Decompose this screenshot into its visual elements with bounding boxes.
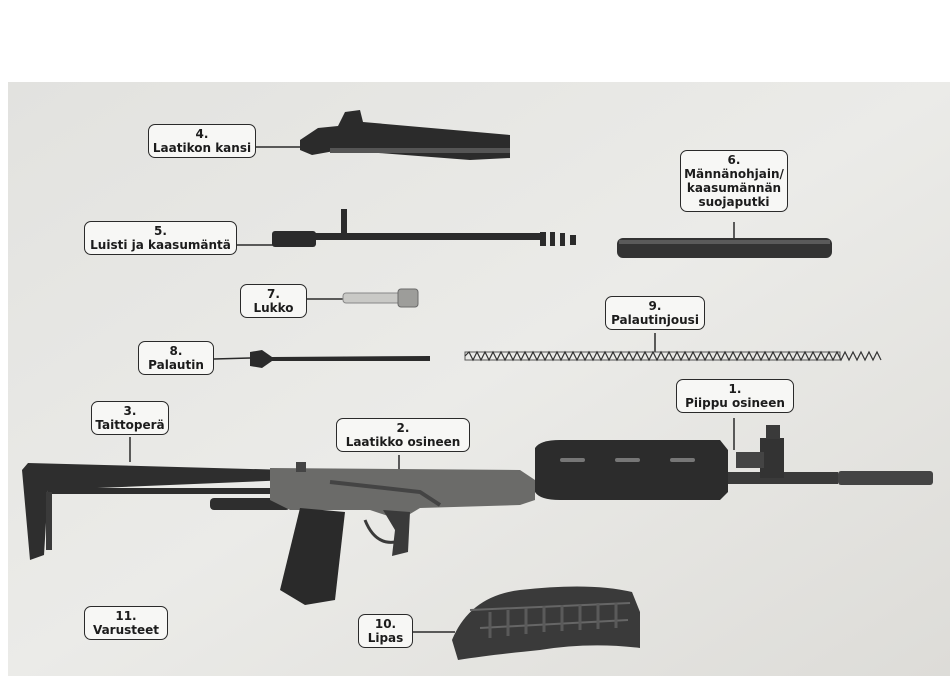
label-part-10-name: Lipas bbox=[367, 631, 404, 645]
label-part-4-number: 4. bbox=[195, 127, 209, 141]
label-part-8-name: Palautin bbox=[148, 358, 204, 372]
label-part-4: 4. Laatikon kansi bbox=[148, 124, 256, 158]
label-part-6: 6. Männänohjain/ kaasumännän suojaputki bbox=[680, 150, 788, 212]
label-part-5: 5. Luisti ja kaasumäntä bbox=[84, 221, 237, 255]
leader-lines bbox=[129, 146, 735, 633]
label-part-9-name: Palautinjousi bbox=[611, 313, 699, 327]
label-part-7: 7. Lukko bbox=[240, 284, 307, 318]
part-receiver-cover bbox=[300, 110, 510, 160]
label-part-1-number: 1. bbox=[728, 382, 742, 396]
label-part-3-name: Taittoperä bbox=[95, 418, 165, 432]
label-part-9-number: 9. bbox=[648, 299, 662, 313]
paper-background bbox=[8, 82, 950, 676]
label-part-3-number: 3. bbox=[123, 404, 137, 418]
label-part-6-line-2: kaasumännän bbox=[686, 181, 782, 195]
part-receiver bbox=[270, 462, 535, 605]
part-recoil-rod bbox=[250, 350, 430, 368]
label-part-6-line-1: Männänohjain/ bbox=[684, 167, 784, 181]
label-part-10-number: 10. bbox=[374, 617, 397, 631]
part-magazine bbox=[452, 586, 640, 660]
label-part-10: 10. Lipas bbox=[358, 614, 413, 648]
label-part-6-number: 6. bbox=[727, 153, 741, 167]
label-part-8-number: 8. bbox=[169, 344, 183, 358]
label-part-1: 1. Piippu osineen bbox=[676, 379, 794, 413]
label-part-7-number: 7. bbox=[267, 287, 280, 301]
part-gas-tube bbox=[617, 238, 832, 258]
label-part-2-number: 2. bbox=[396, 421, 410, 435]
label-part-11-number: 11. bbox=[115, 609, 137, 623]
label-part-9: 9. Palautinjousi bbox=[605, 296, 705, 330]
label-part-5-name: Luisti ja kaasumäntä bbox=[90, 238, 231, 252]
label-part-11-name: Varusteet bbox=[92, 623, 160, 637]
part-folding-stock bbox=[22, 463, 290, 560]
label-part-11: 11. Varusteet bbox=[84, 606, 168, 640]
part-barrel bbox=[535, 425, 933, 500]
label-part-8: 8. Palautin bbox=[138, 341, 214, 375]
label-part-6-line-3: suojaputki bbox=[698, 195, 770, 209]
part-bolt bbox=[342, 288, 419, 308]
label-part-4-name: Laatikon kansi bbox=[152, 141, 252, 155]
label-part-2-name: Laatikko osineen bbox=[345, 435, 461, 449]
label-part-2: 2. Laatikko osineen bbox=[336, 418, 470, 452]
label-part-5-number: 5. bbox=[154, 224, 167, 238]
label-part-1-name: Piippu osineen bbox=[685, 396, 785, 410]
part-bolt-carrier-piston bbox=[272, 209, 576, 247]
label-part-3: 3. Taittoperä bbox=[91, 401, 169, 435]
part-recoil-spring bbox=[464, 350, 882, 362]
label-part-7-name: Lukko bbox=[253, 301, 294, 315]
